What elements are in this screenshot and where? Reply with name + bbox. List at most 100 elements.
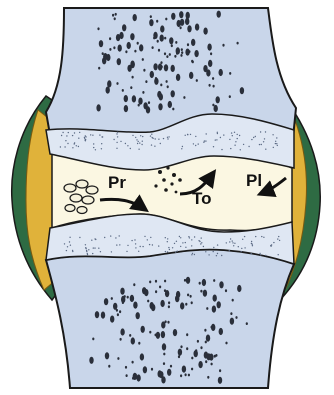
stipple-dot [98, 248, 99, 249]
stipple-dot [85, 244, 86, 245]
pore-mark [199, 282, 201, 285]
stipple-dot [64, 146, 65, 147]
pore-mark [212, 306, 216, 313]
pore-mark [185, 303, 187, 306]
stipple-dot [248, 146, 249, 147]
stipple-dot [234, 145, 235, 146]
pore-mark [115, 13, 117, 16]
pore-mark [219, 69, 223, 76]
pore-mark [144, 289, 148, 296]
pore-mark [117, 313, 119, 316]
pore-mark [149, 19, 153, 26]
stipple-dot [191, 239, 192, 240]
pore-mark [191, 60, 193, 63]
stipple-dot [93, 247, 94, 248]
pore-mark [92, 338, 94, 341]
stipple-dot [213, 247, 214, 248]
stipple-dot [138, 251, 139, 252]
stipple-dot [259, 253, 260, 254]
stipple-dot [234, 132, 235, 133]
stipple-dot [208, 254, 209, 255]
pore-mark [180, 302, 184, 309]
pore-mark [162, 343, 166, 350]
pore-mark [197, 340, 199, 343]
stipple-dot [235, 141, 236, 142]
pore-mark [191, 39, 195, 46]
pore-mark [169, 37, 173, 44]
pore-mark [116, 82, 118, 85]
stipple-dot [117, 132, 118, 133]
stipple-dot [111, 251, 112, 252]
pore-mark [166, 80, 168, 83]
stipple-dot [85, 136, 86, 137]
stipple-dot [232, 240, 233, 241]
pore-mark [198, 361, 202, 368]
stipple-dot [134, 239, 135, 240]
stipple-dot [223, 134, 224, 135]
stipple-dot [206, 133, 207, 134]
pore-mark [200, 346, 202, 349]
pore-mark [213, 279, 215, 282]
stipple-dot [152, 137, 153, 138]
pore-mark [191, 357, 193, 360]
pore-mark [113, 46, 115, 49]
pore-mark [105, 352, 109, 359]
pore-mark [176, 74, 180, 81]
stipple-dot [110, 235, 111, 236]
pore-mark [200, 290, 202, 293]
pore-mark [122, 89, 124, 92]
pore-mark [160, 61, 162, 64]
pore-mark [206, 69, 210, 76]
pore-mark [179, 11, 183, 18]
stipple-dot [158, 245, 159, 246]
stipple-dot [182, 242, 183, 243]
pore-mark [222, 44, 224, 47]
stipple-dot [169, 249, 170, 250]
stipple-dot [180, 246, 181, 247]
pore-mark [191, 301, 193, 304]
pore-mark [232, 299, 234, 302]
pore-mark [185, 49, 189, 56]
stipple-dot [244, 247, 245, 248]
stipple-dot [104, 237, 105, 238]
pore-mark [99, 40, 103, 47]
stipple-dot [205, 140, 206, 141]
stipple-dot [182, 146, 183, 147]
stipple-dot [237, 134, 238, 135]
stipple-dot [251, 243, 252, 244]
pore-mark [184, 279, 186, 282]
stipple-dot [201, 242, 202, 243]
stipple-dot [216, 139, 217, 140]
pore-mark [212, 77, 214, 80]
stipple-dot [203, 246, 204, 247]
stipple-dot [200, 243, 201, 244]
stipple-dot [279, 240, 280, 241]
pore-mark [114, 17, 116, 20]
stipple-dot [217, 253, 218, 254]
pore-mark [132, 361, 134, 364]
pore-mark [120, 288, 124, 295]
stipple-dot [135, 137, 136, 138]
stipple-dot [201, 237, 202, 238]
pore-mark [210, 52, 212, 55]
stipple-dot [165, 251, 166, 252]
pore-mark [158, 103, 162, 110]
pore-mark [168, 101, 172, 108]
pore-mark [202, 279, 206, 286]
pore-mark [97, 27, 99, 30]
pore-mark [127, 42, 131, 49]
pore-mark [219, 369, 221, 372]
stipple-dot [195, 145, 196, 146]
stipple-dot [242, 239, 243, 240]
stipple-dot [168, 136, 169, 137]
pore-mark [208, 60, 212, 67]
stipple-dot [239, 135, 240, 136]
pore-mark [230, 318, 234, 325]
pore-mark [132, 377, 134, 380]
pore-mark [151, 304, 155, 311]
stipple-dot [79, 237, 80, 238]
stipple-dot [70, 245, 71, 246]
stipple-dot [72, 135, 73, 136]
stipple-dot [138, 149, 139, 150]
pore-mark [186, 333, 188, 336]
